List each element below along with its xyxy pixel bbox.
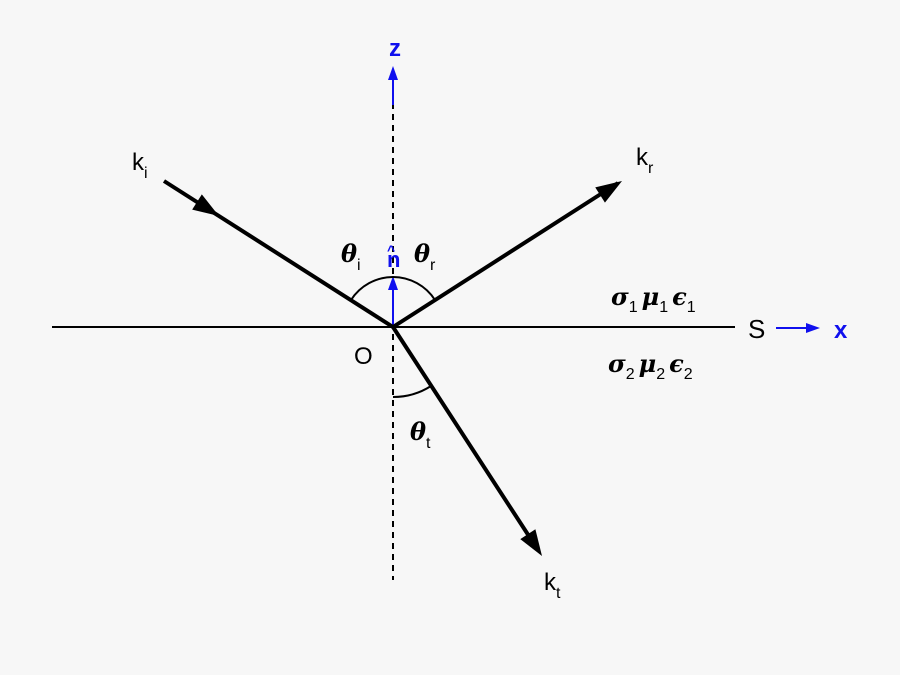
x-axis-arrowhead: [806, 323, 820, 333]
transmitted-ray-arrowhead: [520, 529, 542, 556]
normal-vector-arrowhead: [388, 276, 398, 290]
normal-hat-label: ^: [387, 242, 395, 258]
incident-ray-arrowhead: [192, 194, 219, 216]
reflected-ray: [391, 181, 620, 329]
theta-t-arc: [392, 385, 432, 399]
theta-t-label: θt: [410, 417, 431, 452]
k-i-label: ki: [132, 149, 148, 182]
theta-r-arc: [392, 276, 436, 301]
transmitted-ray: [391, 325, 540, 552]
theta-i-label: θi: [341, 239, 361, 274]
x-axis-label: x: [834, 317, 848, 344]
z-axis-label: z: [389, 35, 401, 62]
k-r-label: kr: [636, 144, 654, 177]
k-t-label: kt: [544, 569, 561, 602]
origin-label: O: [354, 343, 373, 370]
theta-i-arc: [350, 276, 394, 301]
reflected-ray-arrowhead: [595, 181, 622, 203]
surface-label: S: [748, 314, 765, 344]
z-axis-arrowhead: [388, 66, 398, 80]
normal-label: n: [387, 247, 400, 272]
theta-r-label: θr: [414, 239, 436, 274]
